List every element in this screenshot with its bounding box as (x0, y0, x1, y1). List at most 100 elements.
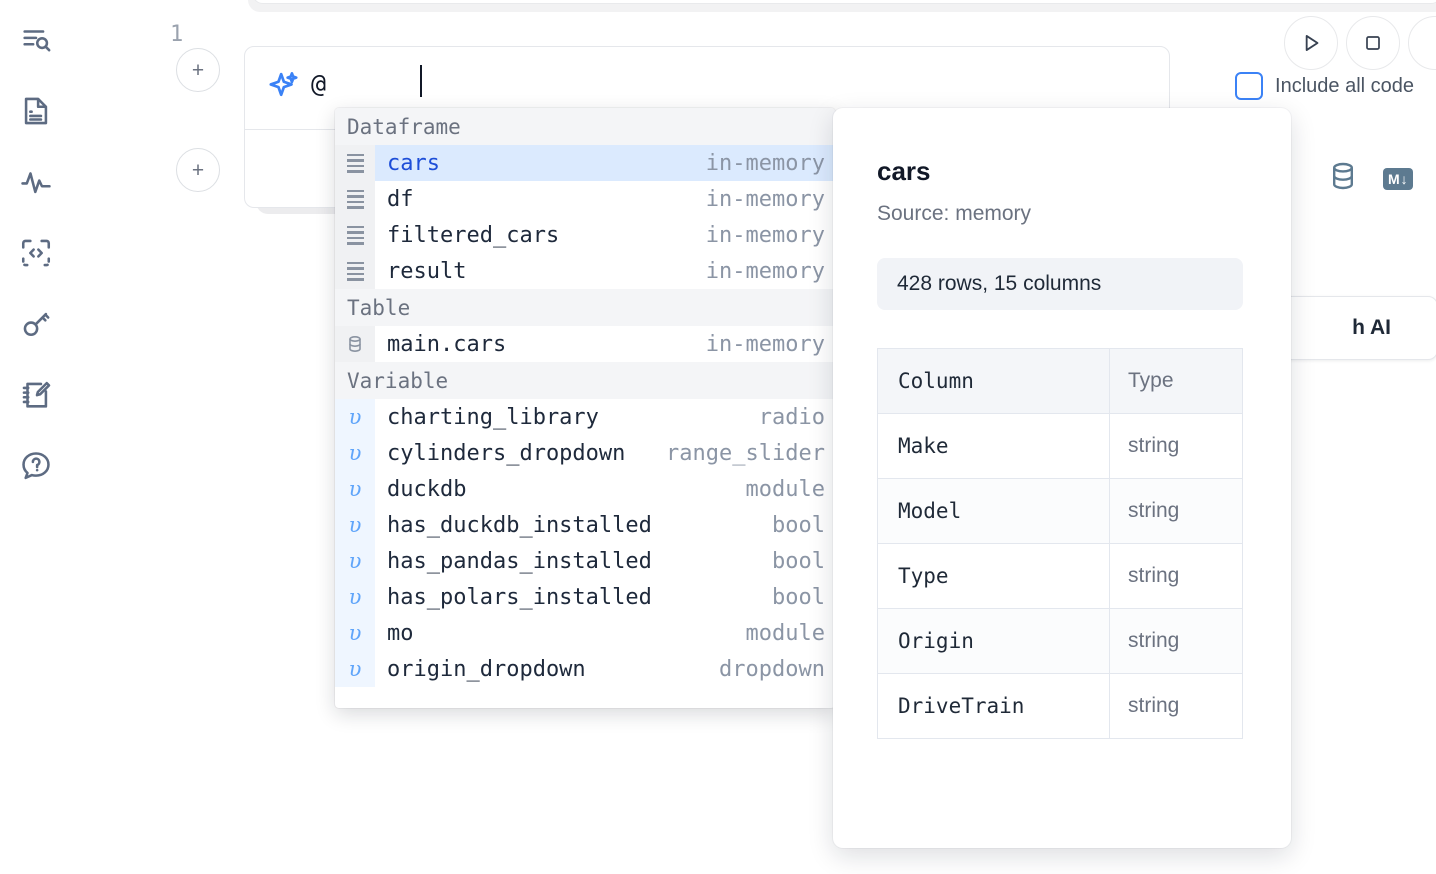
autocomplete-item-type: module (745, 620, 825, 646)
sparkles-icon (267, 69, 301, 103)
document-icon[interactable] (14, 89, 58, 133)
key-icon[interactable] (14, 302, 58, 346)
variable-icon: υ (335, 399, 375, 435)
table-row: DriveTrain string (878, 674, 1242, 739)
dataframe-icon (335, 181, 375, 217)
include-all-code-label: Include all code (1275, 74, 1414, 97)
variable-icon: υ (335, 615, 375, 651)
column-header: Column (878, 349, 1110, 413)
autocomplete-group-header: Dataframe (335, 108, 835, 145)
variable-icon: υ (335, 471, 375, 507)
column-name: Origin (878, 609, 1110, 673)
left-sidebar (0, 0, 72, 874)
autocomplete-item-name: mo (387, 620, 414, 646)
add-cell-button-bottom[interactable]: + (176, 148, 220, 192)
notebook-edit-icon[interactable] (14, 373, 58, 417)
autocomplete-item-name: has_duckdb_installed (387, 512, 652, 538)
autocomplete-item-type: bool (772, 512, 825, 538)
table-row: Origin string (878, 609, 1242, 674)
autocomplete-item-type: radio (758, 404, 825, 430)
pulse-icon[interactable] (14, 160, 58, 204)
variable-icon: υ (335, 651, 375, 687)
column-type: string (1128, 499, 1180, 522)
autocomplete-item[interactable]: df in-memory (335, 181, 835, 217)
line-number: 1 (170, 22, 184, 47)
autocomplete-item-type: module (745, 476, 825, 502)
autocomplete-item-name: result (387, 258, 467, 284)
ai-prompt-input[interactable]: @ (311, 69, 327, 98)
autocomplete-item[interactable]: result in-memory (335, 253, 835, 289)
autocomplete-item-name: duckdb (387, 476, 467, 502)
add-cell-button-top[interactable]: + (176, 48, 220, 92)
preview-source: Source: memory (877, 202, 1032, 225)
code-brackets-icon[interactable] (14, 231, 58, 275)
autocomplete-item[interactable]: υ charting_library radio (335, 399, 835, 435)
preview-shape: 428 rows, 15 columns (877, 258, 1243, 310)
autocomplete-item[interactable]: filtered_cars in-memory (335, 217, 835, 253)
markdown-icon[interactable]: M ↓ (1383, 167, 1413, 190)
column-name: Make (878, 414, 1110, 478)
generate-with-ai-label: h AI (1352, 316, 1391, 339)
question-chat-icon[interactable] (14, 444, 58, 488)
more-button[interactable] (1408, 16, 1436, 70)
table-icon (335, 326, 375, 362)
variable-icon: υ (335, 435, 375, 471)
autocomplete-item[interactable]: main.cars in-memory (335, 326, 835, 362)
autocomplete-item-name: main.cars (387, 331, 507, 357)
autocomplete-item-type: bool (772, 548, 825, 574)
preview-title: cars (877, 156, 931, 186)
variable-icon: υ (335, 507, 375, 543)
autocomplete-item[interactable]: υ has_duckdb_installed bool (335, 507, 835, 543)
autocomplete-item[interactable]: υ cylinders_dropdown range_slider (335, 435, 835, 471)
include-all-code-row[interactable]: Include all code (1235, 72, 1414, 100)
autocomplete-item-name: filtered_cars (387, 222, 560, 248)
cell-toolbar: M ↓ (1327, 160, 1413, 197)
column-type: string (1128, 434, 1180, 457)
autocomplete-item-type: in-memory (705, 222, 825, 248)
column-name: DriveTrain (878, 674, 1110, 738)
autocomplete-item-type: in-memory (705, 258, 825, 284)
autocomplete-item-name: cars (387, 150, 440, 176)
markdown-badge-arrow: ↓ (1400, 170, 1408, 187)
column-type: string (1128, 694, 1180, 717)
autocomplete-item-name: df (387, 186, 414, 212)
column-type: string (1128, 629, 1180, 652)
dataframe-icon (335, 145, 375, 181)
list-search-icon[interactable] (14, 18, 58, 62)
autocomplete-item-type: range_slider (666, 440, 825, 466)
column-name: Type (878, 544, 1110, 608)
column-type: string (1128, 564, 1180, 587)
autocomplete-item-name: has_pandas_installed (387, 548, 652, 574)
autocomplete-item-name: charting_library (387, 404, 599, 430)
stop-button[interactable] (1346, 16, 1400, 70)
cell-above (252, 0, 1436, 4)
table-row: Make string (878, 414, 1242, 479)
autocomplete-item-name: cylinders_dropdown (387, 440, 626, 466)
add-cell-label: + (191, 58, 205, 82)
autocomplete-item-name: has_polars_installed (387, 584, 652, 610)
run-button[interactable] (1284, 16, 1338, 70)
type-header: Type (1128, 369, 1174, 392)
autocomplete-item-type: in-memory (705, 186, 825, 212)
autocomplete-item-name: origin_dropdown (387, 656, 586, 682)
dataframe-icon (335, 217, 375, 253)
dataframe-preview-panel: cars Source: memory 428 rows, 15 columns… (833, 108, 1291, 848)
include-all-code-checkbox[interactable] (1235, 72, 1264, 100)
autocomplete-item-type: dropdown (719, 656, 825, 682)
table-header-row: Column Type (878, 349, 1242, 414)
add-cell-label: + (191, 158, 205, 182)
autocomplete-item-type: in-memory (705, 331, 825, 357)
autocomplete-item[interactable]: υ origin_dropdown dropdown (335, 651, 835, 687)
run-controls (1284, 16, 1436, 70)
autocomplete-item-type: bool (772, 584, 825, 610)
database-icon[interactable] (1327, 160, 1359, 197)
markdown-badge-letter: M (1388, 170, 1400, 187)
